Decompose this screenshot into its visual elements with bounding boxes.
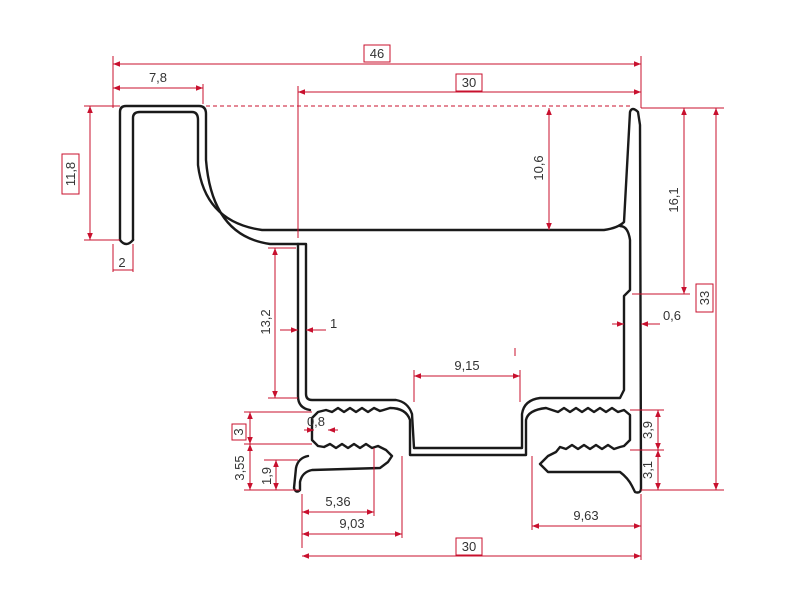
dim-left-inner: 5,36 xyxy=(301,448,375,548)
label-right-outer: 9,63 xyxy=(573,508,598,523)
dim-overall-width: 46 xyxy=(112,44,642,108)
hook-lip xyxy=(118,238,135,246)
label-overall-width: 46 xyxy=(370,46,384,61)
label-hook-lip: 2 xyxy=(118,255,125,270)
label-right-foot: 3,1 xyxy=(640,461,655,479)
label-hook-height: 11,8 xyxy=(63,162,78,186)
label-tooth-pitch: 0,8 xyxy=(307,414,325,429)
dim-hook-height: 11,8 xyxy=(61,105,120,241)
dim-left-outer: 9,03 xyxy=(302,456,403,538)
label-top-width: 30 xyxy=(462,75,476,90)
label-hook-width: 7,8 xyxy=(149,70,167,85)
dim-slot-width: 9,15 xyxy=(413,358,521,402)
dim-tooth-pitch: 0,8 xyxy=(304,414,338,433)
profile-outer-contour xyxy=(131,107,643,494)
label-step-offset: 0,6 xyxy=(663,308,681,323)
aluminium-profile xyxy=(118,104,643,494)
label-groove-height: 3 xyxy=(231,428,246,435)
dimension-layer: 46 7,8 30 11,8 2 xyxy=(61,44,724,560)
label-left-outer: 9,03 xyxy=(339,516,364,531)
dim-left-groove: 3 3,55 1,9 xyxy=(231,411,312,491)
label-top-depth: 10,6 xyxy=(531,155,546,180)
dim-right-groove: 3,9 3,1 xyxy=(630,409,664,491)
inner-wall xyxy=(296,242,312,412)
label-right-upper: 16,1 xyxy=(666,187,681,212)
dim-top-depth: 10,6 xyxy=(531,108,552,230)
label-inner-height: 13,2 xyxy=(258,309,273,334)
label-overall-height: 33 xyxy=(697,291,712,305)
label-wall-thickness: 1 xyxy=(330,316,337,331)
dim-right-upper: 16,1 xyxy=(632,107,690,295)
label-left-inner: 5,36 xyxy=(325,494,350,509)
dim-top-width: 30 xyxy=(297,73,641,238)
dim-right-outer: 9,63 xyxy=(531,456,642,560)
label-left-foot: 1,9 xyxy=(259,467,274,485)
dim-hook-width: 7,8 xyxy=(113,70,204,104)
profile-inner-contour xyxy=(118,104,632,450)
dim-step-offset: 0,6 xyxy=(612,308,681,327)
dim-wall-thickness: 1 xyxy=(280,316,337,333)
label-right-groove: 3,9 xyxy=(640,421,655,439)
dim-inner-height: 13,2 xyxy=(258,247,298,399)
dim-bottom-width: 30 xyxy=(302,537,641,559)
label-bottom-width: 30 xyxy=(462,539,476,554)
label-left-groove: 3,55 xyxy=(232,455,247,480)
dim-hook-lip: 2 xyxy=(112,244,134,272)
label-slot-width: 9,15 xyxy=(454,358,479,373)
